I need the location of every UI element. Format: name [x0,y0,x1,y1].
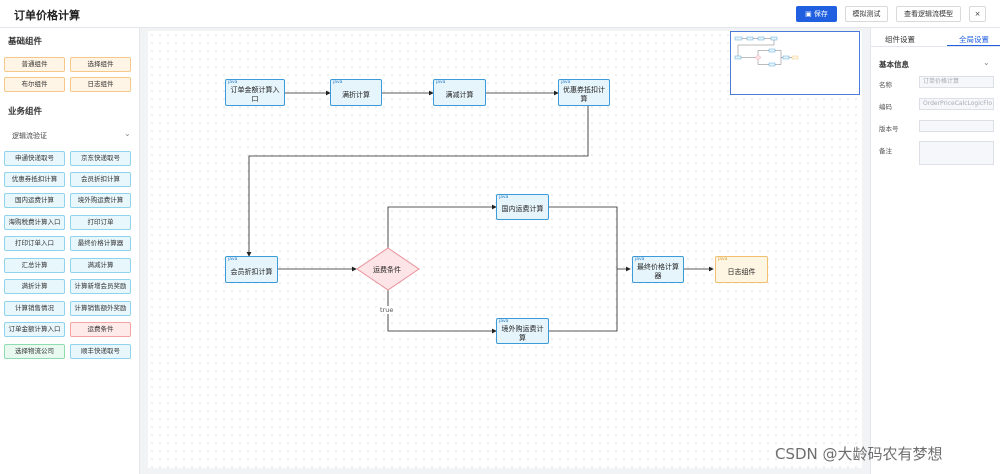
watermark: CSDN @大龄码农有梦想 [775,445,943,463]
component-business[interactable]: 打印订单 [70,215,131,230]
component-basic[interactable]: 日志组件 [70,77,131,92]
node-label: 满减计算 [445,90,474,99]
node-member[interactable]: java 会员折扣计算 [225,256,278,283]
code-field[interactable]: OrderPriceCalcLogicFlo [919,98,994,110]
component-business[interactable]: 订单金额计算入口 [4,322,65,337]
component-business[interactable]: 计算销售额外奖励 [70,301,131,316]
node-order-entry[interactable]: java 订单金额计算入口 [225,79,285,106]
condition-diamond[interactable] [356,247,420,291]
business-section-title: 业务组件 [8,107,43,117]
component-business[interactable]: 计算销售情况 [4,301,65,316]
node-label: 境外购运费计算 [501,324,544,342]
top-bar: 订单价格计算 ▣ 保存 模拟测试 查看逻辑流模型 × [0,0,1000,28]
minimap-preview [734,36,799,67]
close-button[interactable]: × [969,6,986,22]
basic-section-title: 基础组件 [8,37,43,47]
tab-component-settings[interactable]: 组件设置 [885,35,915,44]
component-business[interactable]: 汇总计算 [4,258,65,273]
component-business[interactable]: 境外购运费计算 [70,193,131,208]
node-label: 会员折扣计算 [230,267,273,276]
component-business[interactable]: 会员折扣计算 [70,172,131,187]
properties-panel: 组件设置 全局设置 基本信息 ⌄ 名称 订单价格计算 编码 OrderPrice… [870,28,1000,474]
field-label-remark: 备注 [879,147,892,155]
node-final[interactable]: java 最终价格计算器 [632,256,684,283]
chevron-down-icon[interactable]: ⌄ [124,129,131,138]
node-label: 最终价格计算器 [637,263,679,280]
condition-label: 运费条件 [373,266,401,274]
tab-divider [871,46,1000,47]
component-panel: 基础组件 普通组件 选择组件 布尔组件 日志组件 业务组件 逻辑流验证 ⌄ 申通… [0,28,140,474]
component-select[interactable]: 选择物流公司 [4,344,65,359]
component-business[interactable]: 打印订单入口 [4,236,65,251]
node-type-tag: java [499,319,509,324]
component-business[interactable]: 顺丰快递取号 [70,344,131,359]
active-tab-indicator [947,45,1000,47]
component-business[interactable]: 海购税费计算入口 [4,215,65,230]
page-title: 订单价格计算 [14,9,80,22]
save-icon: ▣ [805,10,814,18]
edge-true-label: true [380,306,394,314]
component-business[interactable]: 最终价格计算器 [70,236,131,251]
node-type-tag: java [499,195,509,200]
component-basic[interactable]: 布尔组件 [4,77,65,92]
field-label-name: 名称 [879,81,892,89]
node-manjian[interactable]: java 满减计算 [433,79,486,106]
node-log[interactable]: java 日志组件 [715,256,768,283]
node-label: 日志组件 [727,267,756,276]
node-label: 国内运费计算 [501,205,544,213]
node-manzhe[interactable]: java 满折计算 [330,79,382,106]
name-field[interactable]: 订单价格计算 [919,76,994,88]
node-type-tag: java [333,80,343,85]
simulate-button[interactable]: 模拟测试 [845,6,888,22]
component-business[interactable]: 满折计算 [4,279,65,294]
node-type-tag: java [228,80,238,85]
node-type-tag: java [436,80,446,85]
minimap[interactable] [730,31,860,95]
component-basic[interactable]: 普通组件 [4,57,65,72]
node-type-tag: java [718,257,728,262]
tab-global-settings[interactable]: 全局设置 [959,35,989,44]
component-basic[interactable]: 选择组件 [70,57,131,72]
collapse-header[interactable]: 逻辑流验证 [12,132,47,140]
node-type-tag: java [228,257,238,262]
node-label: 订单金额计算入口 [230,86,280,103]
edge [246,106,589,257]
node-domestic[interactable]: java 国内运费计算 [496,194,549,220]
edge [387,204,497,258]
component-business[interactable]: 计算新增会员奖励 [70,279,131,294]
node-label: 优惠券抵扣计算 [563,86,605,103]
chevron-down-icon[interactable]: ⌄ [983,58,990,67]
node-coupon[interactable]: java 优惠券抵扣计算 [558,79,610,106]
group-title: 基本信息 [879,60,909,69]
view-model-button[interactable]: 查看逻辑流模型 [896,6,961,22]
node-type-tag: java [635,257,645,262]
save-button[interactable]: ▣ 保存 [796,6,837,22]
component-business[interactable]: 满减计算 [70,258,131,273]
node-label: 满折计算 [342,90,370,99]
field-label-code: 编码 [879,103,892,111]
edge [549,269,618,332]
node-type-tag: java [561,80,571,85]
remark-textarea[interactable] [919,141,994,165]
flow-edges [246,90,714,334]
component-condition[interactable]: 运费条件 [70,322,131,337]
node-overseas[interactable]: java 境外购运费计算 [496,318,549,344]
edge [387,280,497,334]
flow-canvas[interactable]: java 订单金额计算入口 java 满折计算 java 满减计算 java 优… [148,31,862,468]
edge [549,206,631,272]
save-label: 保存 [813,10,828,18]
component-business[interactable]: 国内运费计算 [4,193,65,208]
component-business[interactable]: 申通快递取号 [4,151,65,166]
version-field[interactable] [919,120,994,132]
field-label-version: 版本号 [879,125,899,133]
component-business[interactable]: 优惠券抵扣计算 [4,172,65,187]
component-business[interactable]: 京东快递取号 [70,151,131,166]
